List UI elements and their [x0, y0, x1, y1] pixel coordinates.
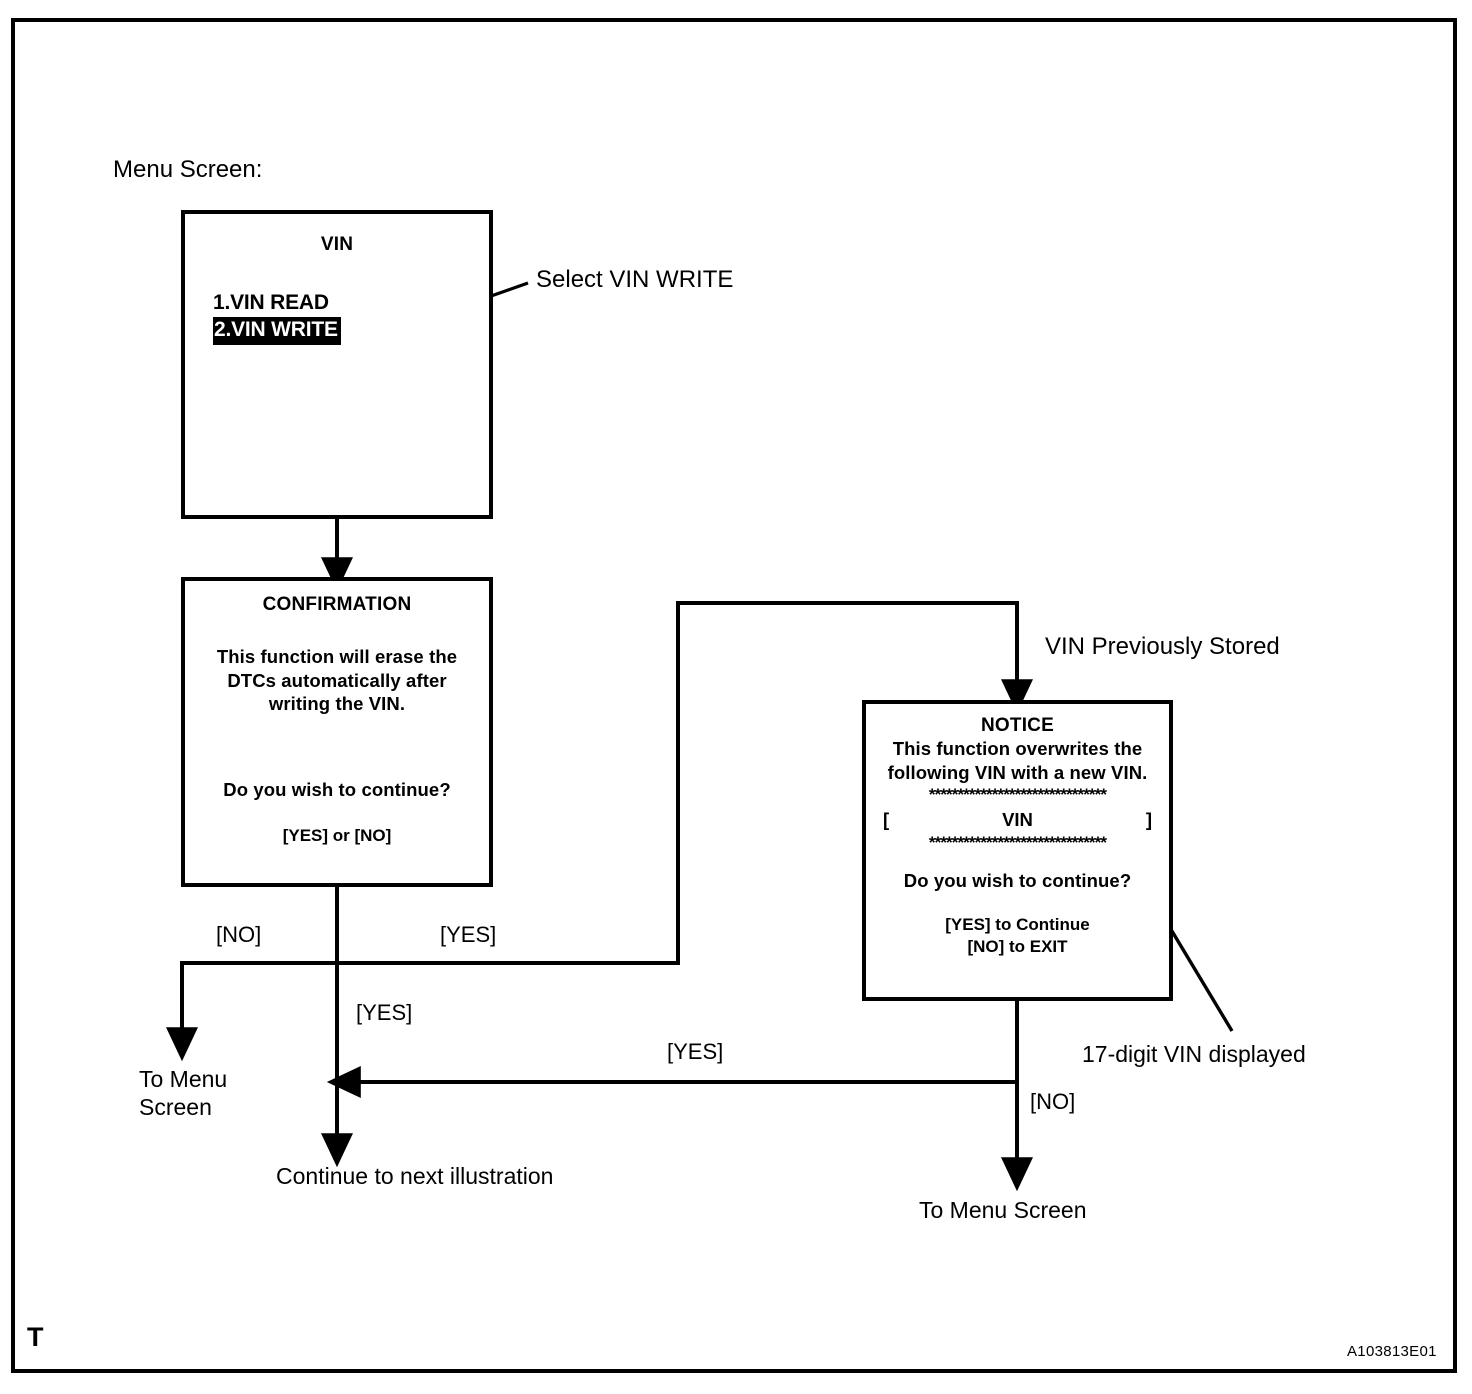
branch-label-yes-2: [YES]	[356, 1000, 413, 1025]
vin-bracket-close: ]	[1145, 809, 1152, 831]
notice-keys: [YES] to Continue [NO] to EXIT	[945, 915, 1090, 956]
vin-menu-screen: VIN 1.VIN READ 2.VIN WRITE	[181, 210, 493, 519]
branch-label-yes-1: [YES]	[440, 922, 497, 947]
notice-screen: NOTICE This function overwrites the foll…	[862, 700, 1173, 1001]
branch-label-no-1: [NO]	[216, 922, 262, 947]
confirmation-question: Do you wish to continue?	[223, 778, 451, 800]
branch-label-no-2: [NO]	[1030, 1089, 1076, 1114]
page-border	[11, 18, 1457, 1373]
vin-previously-stored-callout: VIN Previously Stored	[1045, 633, 1280, 660]
notice-body: This function overwrites the following V…	[887, 737, 1148, 783]
to-menu-screen-label-right: To Menu Screen	[919, 1197, 1087, 1223]
to-menu-screen-label-left: To Menu Screen	[139, 1066, 228, 1121]
confirmation-title: CONFIRMATION	[262, 594, 412, 615]
menu-item-vin-write[interactable]: 2.VIN WRITE	[213, 316, 341, 345]
seventeen-digit-vin-callout: 17-digit VIN displayed	[1082, 1041, 1306, 1067]
vin-value: VIN	[1002, 809, 1033, 831]
vin-menu-title: VIN	[320, 234, 354, 255]
confirmation-keys: [YES] or [NO]	[282, 825, 392, 845]
corner-marker: T	[27, 1322, 44, 1352]
branch-label-yes-3: [YES]	[667, 1039, 724, 1064]
notice-title: NOTICE	[981, 715, 1054, 736]
branch-no-to-menu-screen	[166, 961, 337, 1062]
notice-vin-field: [ VIN ]	[866, 809, 1169, 831]
select-vin-write-callout: Select VIN WRITE	[536, 266, 734, 293]
continue-next-illustration-label: Continue to next illustration	[276, 1163, 554, 1189]
vin-bracket-open: [	[883, 809, 890, 831]
notice-separator-top: *******************************	[928, 787, 1107, 804]
menu-item-vin-read[interactable]: 1.VIN READ	[213, 290, 329, 314]
vin-menu-list: 1.VIN READ 2.VIN WRITE	[185, 290, 489, 345]
menu-screen-label: Menu Screen:	[113, 156, 263, 183]
notice-question: Do you wish to continue?	[903, 869, 1132, 891]
branch-yes-to-notice	[337, 601, 1033, 965]
figure-id-code: A103813E01	[1347, 1343, 1437, 1360]
notice-separator-bottom: *******************************	[928, 835, 1107, 852]
confirmation-body: This function will erase the DTCs automa…	[216, 645, 458, 715]
confirmation-screen: CONFIRMATION This function will erase th…	[181, 577, 493, 887]
